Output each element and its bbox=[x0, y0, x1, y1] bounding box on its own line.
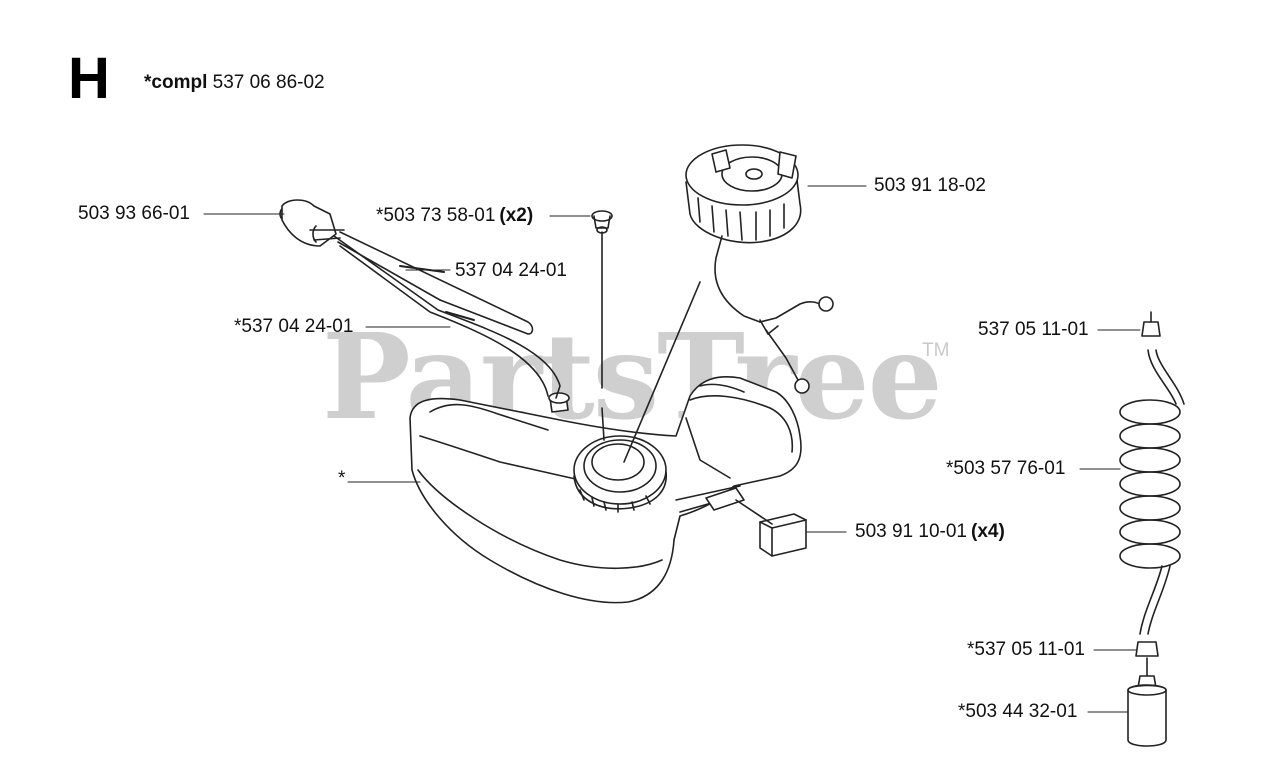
assembly-prefix: *compl bbox=[144, 72, 208, 93]
part-label-fuel-hose-lower: *537 04 24-01 bbox=[234, 316, 353, 338]
part-number: *503 57 76-01 bbox=[946, 458, 1066, 479]
part-number: 503 91 10-01 bbox=[855, 521, 967, 542]
part-quantity: (x4) bbox=[971, 521, 1005, 542]
part-label-fuel-filter: *503 44 32-01 bbox=[958, 701, 1077, 723]
part-label-coiled-fuel-line: *503 57 76-01 bbox=[946, 458, 1065, 480]
part-label-fuel-cap: 503 91 18-02 bbox=[874, 175, 986, 197]
primer-bulb-drawing bbox=[279, 199, 561, 399]
part-number: 537 04 24-01 bbox=[455, 260, 567, 281]
part-quantity: (x2) bbox=[499, 205, 534, 226]
part-number: 537 05 11-01 bbox=[978, 319, 1089, 340]
part-label-connector-top: 537 05 11-01 bbox=[978, 319, 1089, 341]
grommet-drawing bbox=[591, 210, 613, 441]
part-number: *537 05 11-01 bbox=[967, 639, 1085, 660]
part-number: 503 91 18-02 bbox=[874, 175, 986, 196]
part-label-primer-bulb: 503 93 66-01 bbox=[78, 203, 190, 225]
part-number: * bbox=[338, 468, 346, 489]
part-label-fuel-hose-upper: 537 04 24-01 bbox=[455, 260, 567, 282]
part-number: *503 73 58-01 bbox=[376, 205, 496, 226]
part-number: 503 93 66-01 bbox=[78, 203, 190, 224]
assembly-label: *compl 537 06 86-02 bbox=[144, 72, 325, 94]
fuel-cap-drawing bbox=[685, 144, 834, 394]
fuel-tank-drawing bbox=[409, 281, 802, 604]
section-letter: H bbox=[68, 46, 110, 111]
part-number: *537 04 24-01 bbox=[234, 316, 354, 337]
part-label-grommet: *503 73 58-01(x2) bbox=[376, 205, 533, 227]
part-number: *503 44 32-01 bbox=[958, 701, 1078, 722]
part-label-fuel-tank: * bbox=[338, 468, 345, 490]
rubber-mount-drawing bbox=[735, 499, 807, 557]
watermark-trademark: TM bbox=[922, 340, 950, 361]
assembly-number: 537 06 86-02 bbox=[212, 72, 325, 93]
coiled-line-drawing bbox=[1119, 311, 1185, 747]
part-label-rubber-mount: 503 91 10-01(x4) bbox=[855, 521, 1005, 543]
leader-lines bbox=[203, 185, 1141, 713]
part-label-connector-bottom: *537 05 11-01 bbox=[967, 639, 1085, 661]
